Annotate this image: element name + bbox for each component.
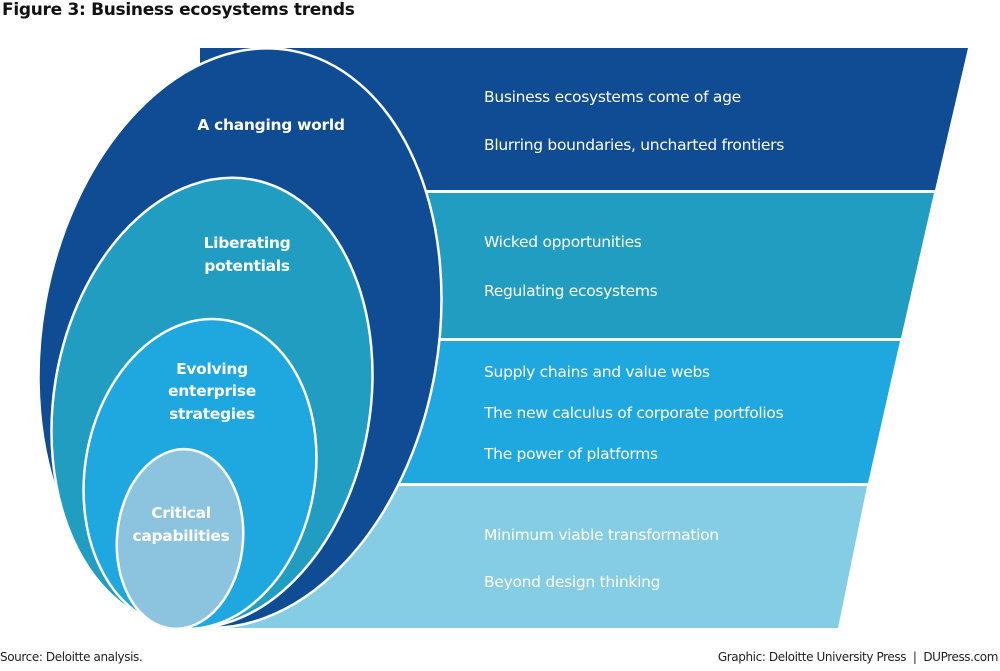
trend-item: The power of platforms bbox=[483, 445, 658, 463]
trend-item: Regulating ecosystems bbox=[484, 282, 658, 300]
trend-item: Wicked opportunities bbox=[484, 233, 642, 251]
credit-note: Graphic: Deloitte University Press | DUP… bbox=[717, 650, 999, 664]
figure-title: Figure 3: Business ecosystems trends bbox=[2, 0, 355, 20]
ellipse-critical-capabilities bbox=[115, 447, 245, 631]
level-label: capabilities bbox=[132, 527, 229, 545]
level-label: Evolving bbox=[176, 360, 248, 378]
trend-item: The new calculus of corporate portfolios bbox=[483, 404, 784, 422]
trend-item: Beyond design thinking bbox=[484, 573, 660, 591]
trend-item: Business ecosystems come of age bbox=[484, 88, 741, 106]
level-label: strategies bbox=[169, 405, 255, 423]
source-note: Source: Deloitte analysis. bbox=[0, 650, 143, 664]
level-label: Liberating bbox=[204, 234, 291, 252]
level-label: Critical bbox=[151, 504, 211, 522]
trend-item: Blurring boundaries, uncharted frontiers bbox=[484, 136, 784, 154]
trend-item: Supply chains and value webs bbox=[484, 363, 710, 381]
level-label: enterprise bbox=[168, 382, 256, 400]
trend-item: Minimum viable transformation bbox=[484, 526, 719, 544]
level-label: potentials bbox=[204, 257, 289, 275]
level-label: A changing world bbox=[197, 116, 344, 134]
